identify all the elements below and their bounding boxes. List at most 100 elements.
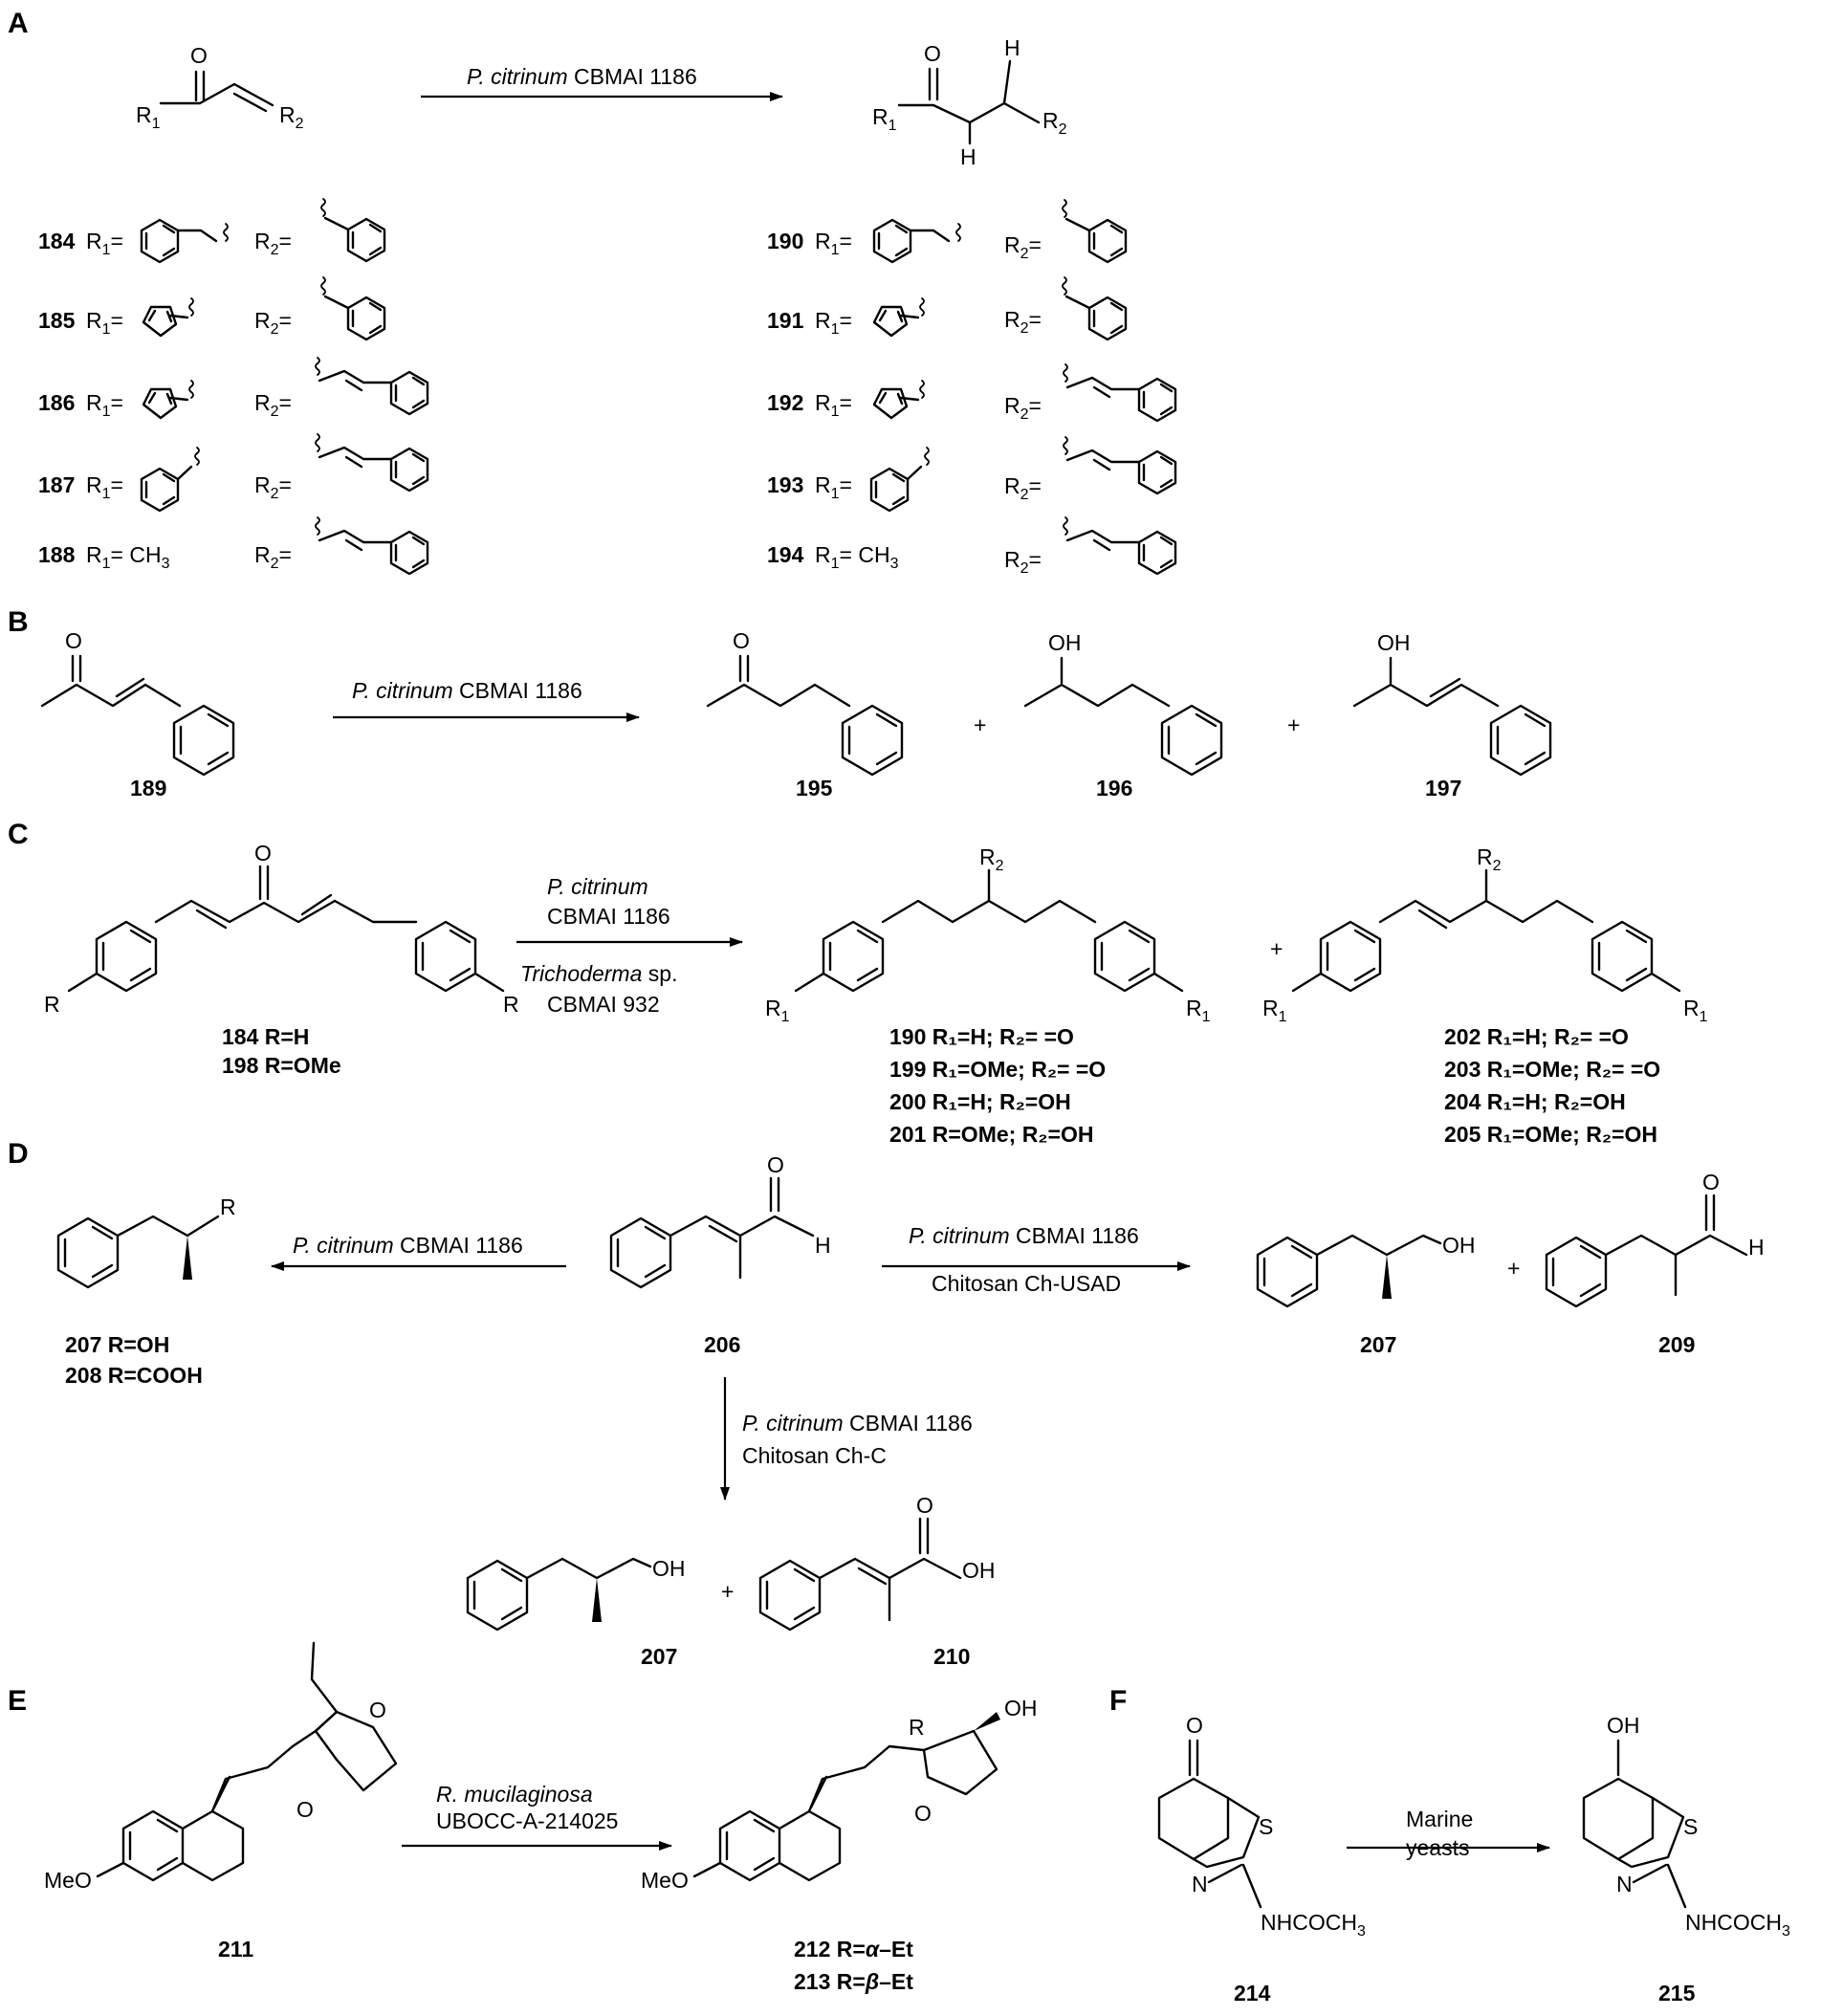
svg-text:R: R (909, 1715, 925, 1740)
svg-text:203 R₁=OMe; R₂= =O: 203 R₁=OMe; R₂= =O (1444, 1057, 1660, 1082)
svg-text:R: R (44, 992, 60, 1017)
compound-id: 191 (767, 308, 804, 333)
panel-c-product-1: R1 R2 R1 (765, 844, 1211, 1025)
svg-text:N: N (1616, 1872, 1633, 1896)
plus-sign: + (1507, 1256, 1520, 1281)
panel-f-reagent-2: yeasts (1406, 1835, 1469, 1860)
panel-e-211: O O MeO (44, 1641, 398, 1893)
svg-text:R2=: R2= (254, 472, 292, 502)
svg-text:O: O (254, 841, 272, 866)
panel-b-195: O (706, 628, 904, 777)
svg-text:R1=: R1= (815, 308, 852, 338)
compound-id: 192 (767, 390, 803, 415)
compound-id: 215 (1658, 1981, 1696, 2005)
svg-text:H: H (1004, 35, 1020, 60)
panel-label-d: D (8, 1138, 29, 1170)
compound-id: 196 (1096, 776, 1132, 800)
svg-text:R: R (503, 992, 519, 1017)
svg-text:R2=: R2= (1004, 473, 1042, 503)
svg-text:R2: R2 (1477, 844, 1502, 874)
compound-id: 211 (218, 1937, 253, 1961)
svg-text:R2=: R2= (1004, 393, 1042, 423)
svg-text:199 R₁=OMe; R₂= =O: 199 R₁=OMe; R₂= =O (889, 1057, 1106, 1082)
svg-text:R1=: R1= (815, 472, 852, 502)
panel-a-product: O H H R1 R2 (872, 35, 1067, 169)
svg-text:OH: OH (1004, 1696, 1038, 1720)
svg-text:MeO: MeO (44, 1868, 92, 1893)
svg-text:R1: R1 (765, 996, 790, 1025)
compound-id: 207 (1360, 1332, 1396, 1357)
svg-text:205 R₁=OMe; R₂=OH: 205 R₁=OMe; R₂=OH (1444, 1122, 1657, 1147)
panel-d-210: O OH (758, 1493, 996, 1632)
svg-text:R2=: R2= (254, 308, 292, 338)
compound-id: 213 R=β–Et (794, 1969, 913, 1994)
svg-text:R1=: R1= (815, 390, 852, 420)
panel-a-reagent: P. citrinum CBMAI 1186 (467, 64, 697, 89)
panel-d-reagent-down: P. citrinum CBMAI 1186 (742, 1411, 973, 1435)
panel-a-left-list: 184 185 186 187 188 R1= R1= R1= R1= R1= … (38, 198, 429, 576)
svg-text:R1=: R1= (86, 472, 123, 502)
compound-id: 189 (130, 776, 166, 800)
compound-id: 212 R=α–Et (794, 1937, 913, 1961)
svg-text:201 R=OMe; R₂=OH: 201 R=OMe; R₂=OH (889, 1122, 1093, 1147)
svg-text:R2: R2 (1042, 108, 1067, 138)
svg-text:202 R₁=H; R₂= =O: 202 R₁=H; R₂= =O (1444, 1024, 1629, 1049)
panel-e-product: OH R O MeO (641, 1696, 1038, 1893)
svg-text:R1=: R1= (86, 229, 123, 258)
panel-c-right-labels: 202 R₁=H; R₂= =O 203 R₁=OMe; R₂= =O 204 … (1444, 1024, 1660, 1147)
compound-id: 185 (38, 308, 76, 333)
svg-text:O: O (914, 1801, 932, 1826)
panel-d-reagent-down-2: Chitosan Ch-C (742, 1443, 887, 1468)
panel-label-b: B (8, 606, 29, 638)
svg-text:OH: OH (1048, 630, 1082, 655)
compound-id: 210 (933, 1644, 970, 1669)
svg-text:R2: R2 (979, 844, 1004, 874)
svg-text:R1=: R1= (86, 390, 123, 420)
svg-text:R2=: R2= (254, 229, 292, 258)
svg-text:H: H (1748, 1235, 1765, 1260)
panel-label-f: F (1109, 1685, 1127, 1717)
svg-text:N: N (1192, 1872, 1208, 1896)
compound-id: 209 (1658, 1332, 1695, 1357)
compound-id: 207 (641, 1644, 677, 1669)
panel-c-substrate: R O R (44, 841, 519, 1017)
panel-f-215: OH S N NHCOCH3 (1582, 1713, 1790, 1939)
panel-e-reagent-1: R. mucilaginosa (436, 1782, 593, 1807)
plus-sign: + (721, 1579, 734, 1604)
compound-id: 198 R=OMe (222, 1053, 341, 1078)
svg-text:R2=: R2= (254, 390, 292, 420)
svg-text:O: O (1186, 1713, 1203, 1738)
panel-d-reagent-right-2: Chitosan Ch-USAD (932, 1271, 1121, 1296)
panel-d-209: O H (1545, 1170, 1765, 1308)
panel-d-206: O H (609, 1152, 831, 1289)
svg-text:R2=: R2= (1004, 232, 1042, 262)
compound-id: 187 (38, 472, 75, 497)
svg-text:R1: R1 (872, 104, 897, 134)
svg-text:S: S (1259, 1814, 1273, 1839)
svg-text:R2=: R2= (1004, 307, 1042, 337)
panel-c-reagent-1: P. citrinum (547, 874, 648, 899)
svg-text:R1: R1 (1683, 996, 1708, 1025)
compound-id: 197 (1425, 776, 1461, 800)
compound-id: 214 (1234, 1981, 1271, 2005)
svg-text:O: O (369, 1698, 386, 1722)
compound-id: 195 (796, 776, 833, 800)
compound-id: 190 (767, 229, 803, 253)
compound-id: 188 (38, 542, 76, 567)
plus-sign: + (1270, 936, 1283, 961)
svg-text:O: O (916, 1493, 933, 1518)
panel-label-c: C (8, 819, 29, 850)
svg-text:R1: R1 (136, 102, 161, 132)
svg-text:OH: OH (1607, 1713, 1640, 1738)
panel-c-mid-labels: 190 R₁=H; R₂= =O 199 R₁=OMe; R₂= =O 200 … (889, 1024, 1106, 1147)
panel-a-right-list: 190 191 192 193 194 R1= R1= R1= R1= R1= … (767, 199, 1177, 577)
svg-text:R2: R2 (279, 102, 304, 132)
plus-sign: + (1287, 712, 1300, 737)
svg-text:OH: OH (1377, 630, 1411, 655)
svg-text:O: O (190, 43, 208, 68)
svg-text:R1: R1 (1186, 996, 1211, 1025)
panel-e-reagent-2: UBOCC-A-214025 (436, 1808, 618, 1833)
panel-d-reagent-right: P. citrinum CBMAI 1186 (909, 1223, 1139, 1248)
panel-d-207-bottom: OH (466, 1556, 686, 1632)
